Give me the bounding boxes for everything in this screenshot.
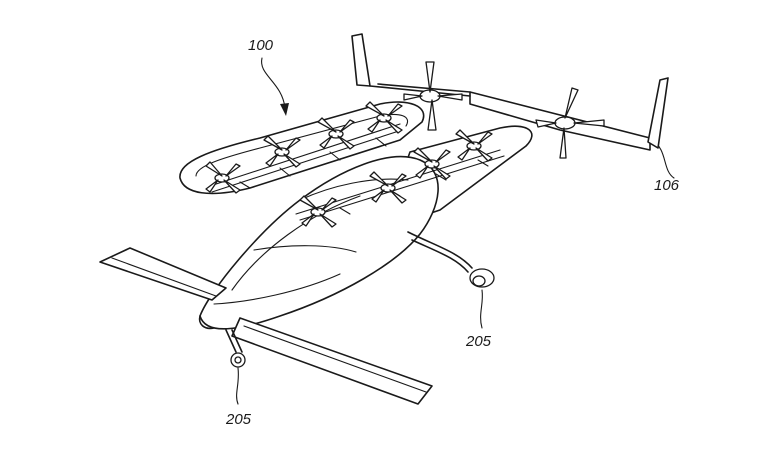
lift-rotor — [455, 129, 493, 162]
reference-arrow-100 — [261, 57, 289, 116]
rear-propeller-left — [403, 61, 463, 131]
label-205-front: 205 — [225, 411, 252, 428]
label-106: 106 — [654, 177, 680, 194]
left-rotor-boom — [179, 101, 425, 195]
fuselage — [198, 155, 439, 330]
label-205-rear: 205 — [465, 333, 492, 350]
front-landing-gear — [225, 329, 246, 368]
lift-rotor — [263, 135, 301, 168]
leader-line-205-rear — [480, 289, 483, 329]
lift-rotor — [317, 117, 355, 150]
rear-propeller-right — [535, 87, 605, 159]
rotor-rails — [209, 123, 505, 221]
rear-landing-gear — [407, 231, 495, 288]
label-100: 100 — [248, 37, 274, 54]
lift-rotor — [413, 147, 451, 180]
leader-line-205-front — [236, 367, 239, 405]
lift-rotor — [205, 161, 241, 194]
main-wing — [99, 247, 433, 405]
lift-rotor — [365, 101, 403, 134]
lift-rotor — [369, 171, 407, 204]
lift-rotor — [299, 195, 337, 228]
